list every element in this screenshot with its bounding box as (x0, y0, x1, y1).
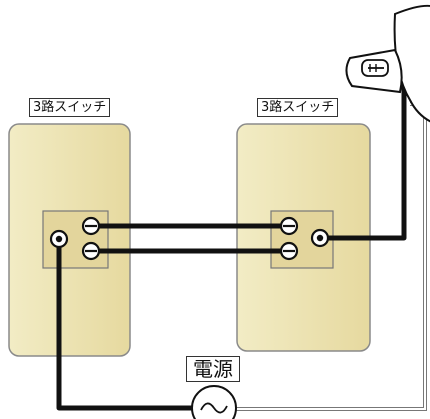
left-switch-label: 3路スイッチ (29, 98, 111, 117)
lamp-feed-wire (320, 85, 407, 241)
power-source-label: 電源 (186, 356, 240, 382)
left-terminals (49, 216, 101, 261)
screw-terminal-icon (49, 229, 69, 249)
screw-terminal-icon (81, 241, 101, 261)
ac-source-icon (191, 385, 237, 419)
right-switch-label: 3路スイッチ (257, 98, 339, 117)
light-bulb-icon (345, 4, 430, 123)
screw-terminal-icon (279, 241, 299, 261)
screw-terminal-icon (81, 216, 101, 236)
screw-terminal-icon (310, 228, 330, 248)
power-feed-wire (56, 240, 192, 411)
main-wires (56, 85, 407, 411)
right-terminals (279, 216, 330, 261)
screw-terminal-icon (279, 216, 299, 236)
